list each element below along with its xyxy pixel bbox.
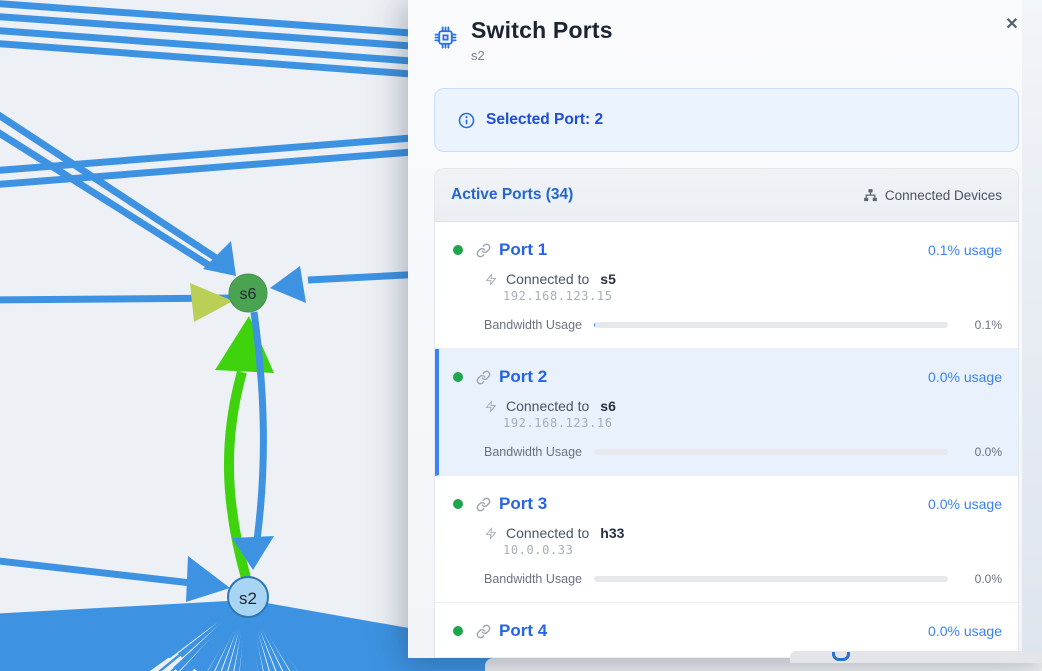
- arrowhead: [186, 556, 230, 602]
- connected-to-row: Connected to s5: [485, 271, 1002, 287]
- bolt-icon: [485, 272, 497, 286]
- obscured-text-fragment: [832, 652, 850, 661]
- connected-to-row: Connected to s6: [485, 398, 1002, 414]
- device-ip: 10.0.0.33: [503, 543, 574, 557]
- port-name[interactable]: Port 1: [499, 240, 548, 259]
- info-icon: [458, 112, 475, 128]
- bandwidth-bar-track: [593, 449, 948, 455]
- close-button[interactable]: ✕: [999, 12, 1025, 38]
- scrollbar-gutter[interactable]: [1022, 0, 1042, 658]
- connected-device-name: s6: [600, 398, 616, 414]
- yellow-arrowhead: [190, 283, 233, 322]
- port-list-item[interactable]: Port 4 0.0% usage: [435, 603, 1018, 658]
- device-ip: 192.168.123.16: [503, 416, 613, 430]
- active-ports-card: Active Ports (34) Connected Devices: [434, 168, 1019, 658]
- arrowhead: [270, 266, 306, 303]
- port-name[interactable]: Port 3: [499, 494, 548, 513]
- bolt-icon: [485, 399, 497, 413]
- connected-devices-toggle[interactable]: Connected Devices: [863, 188, 1002, 203]
- port-status-dot: [453, 499, 463, 509]
- port-usage-label: 0.0% usage: [928, 369, 1002, 385]
- device-ip: 192.168.123.15: [503, 289, 613, 303]
- bandwidth-percent: 0.1%: [974, 318, 1002, 332]
- link-icon: [476, 624, 491, 639]
- port-status-dot: [453, 245, 463, 255]
- sitemap-icon: [864, 188, 877, 201]
- port-usage-label: 0.0% usage: [928, 496, 1002, 512]
- drawer-title: Switch Ports: [471, 17, 613, 43]
- bandwidth-usage-label: Bandwidth Usage: [484, 318, 582, 332]
- link-icon: [476, 243, 491, 258]
- connected-to-label: Connected to: [506, 525, 590, 541]
- drawer-subtitle: s2: [471, 48, 485, 63]
- link-icon: [476, 497, 491, 512]
- port-list-item[interactable]: Port 2 0.0% usage Connected to s6 192.16…: [435, 349, 1018, 476]
- port-status-dot: [453, 372, 463, 382]
- connected-to-label: Connected to: [506, 271, 590, 287]
- connected-to-label: Connected to: [506, 398, 590, 414]
- drawer-header: Switch Ports s2 ✕: [434, 0, 1019, 88]
- node-s2[interactable]: s2: [227, 576, 269, 618]
- bandwidth-usage-label: Bandwidth Usage: [484, 572, 582, 586]
- node-s6[interactable]: s6: [228, 273, 268, 313]
- connected-device-name: h33: [600, 525, 625, 541]
- bandwidth-bar-track: [593, 322, 948, 328]
- active-ports-title: Active Ports (34): [451, 186, 574, 203]
- selected-port-text: Selected Port: 2: [486, 111, 604, 128]
- bandwidth-row: Bandwidth Usage 0.1%: [484, 318, 1002, 332]
- connected-device-name: s5: [600, 271, 616, 287]
- port-usage-label: 0.0% usage: [928, 623, 1002, 639]
- background-toolbar-inner: [790, 651, 1042, 663]
- bandwidth-bar-track: [593, 576, 948, 582]
- connected-to-row: Connected to h33: [485, 525, 1002, 541]
- bandwidth-row: Bandwidth Usage 0.0%: [484, 572, 1002, 586]
- port-name[interactable]: Port 2: [499, 367, 548, 386]
- host-fan-edges: [126, 597, 376, 671]
- arrowhead: [232, 536, 274, 570]
- port-name[interactable]: Port 4: [499, 621, 548, 640]
- bandwidth-percent: 0.0%: [974, 572, 1002, 586]
- switch-chip-icon: [434, 26, 457, 49]
- port-list-item[interactable]: Port 1 0.1% usage Connected to s5 192.16…: [435, 222, 1018, 349]
- network-edges: [0, 0, 510, 671]
- bolt-icon: [485, 526, 497, 540]
- bandwidth-row: Bandwidth Usage 0.0%: [484, 445, 1002, 459]
- port-status-dot: [453, 626, 463, 636]
- selected-port-banner: Selected Port: 2: [434, 88, 1019, 152]
- node-s6-label: s6: [240, 286, 257, 303]
- link-icon: [476, 370, 491, 385]
- bandwidth-percent: 0.0%: [974, 445, 1002, 459]
- node-s2-label: s2: [239, 589, 257, 608]
- green-arrowhead: [215, 316, 274, 373]
- arrowhead: [203, 241, 236, 276]
- connected-devices-label: Connected Devices: [884, 187, 1002, 203]
- port-list-item[interactable]: Port 3 0.0% usage Connected to h33 10.0.…: [435, 476, 1018, 603]
- active-ports-header: Active Ports (34) Connected Devices: [435, 169, 1018, 222]
- switch-ports-drawer: Switch Ports s2 ✕ Selected Port: 2 Activ…: [408, 0, 1042, 658]
- port-usage-label: 0.1% usage: [928, 242, 1002, 258]
- bandwidth-usage-label: Bandwidth Usage: [484, 445, 582, 459]
- port-list: Port 1 0.1% usage Connected to s5 192.16…: [435, 222, 1018, 658]
